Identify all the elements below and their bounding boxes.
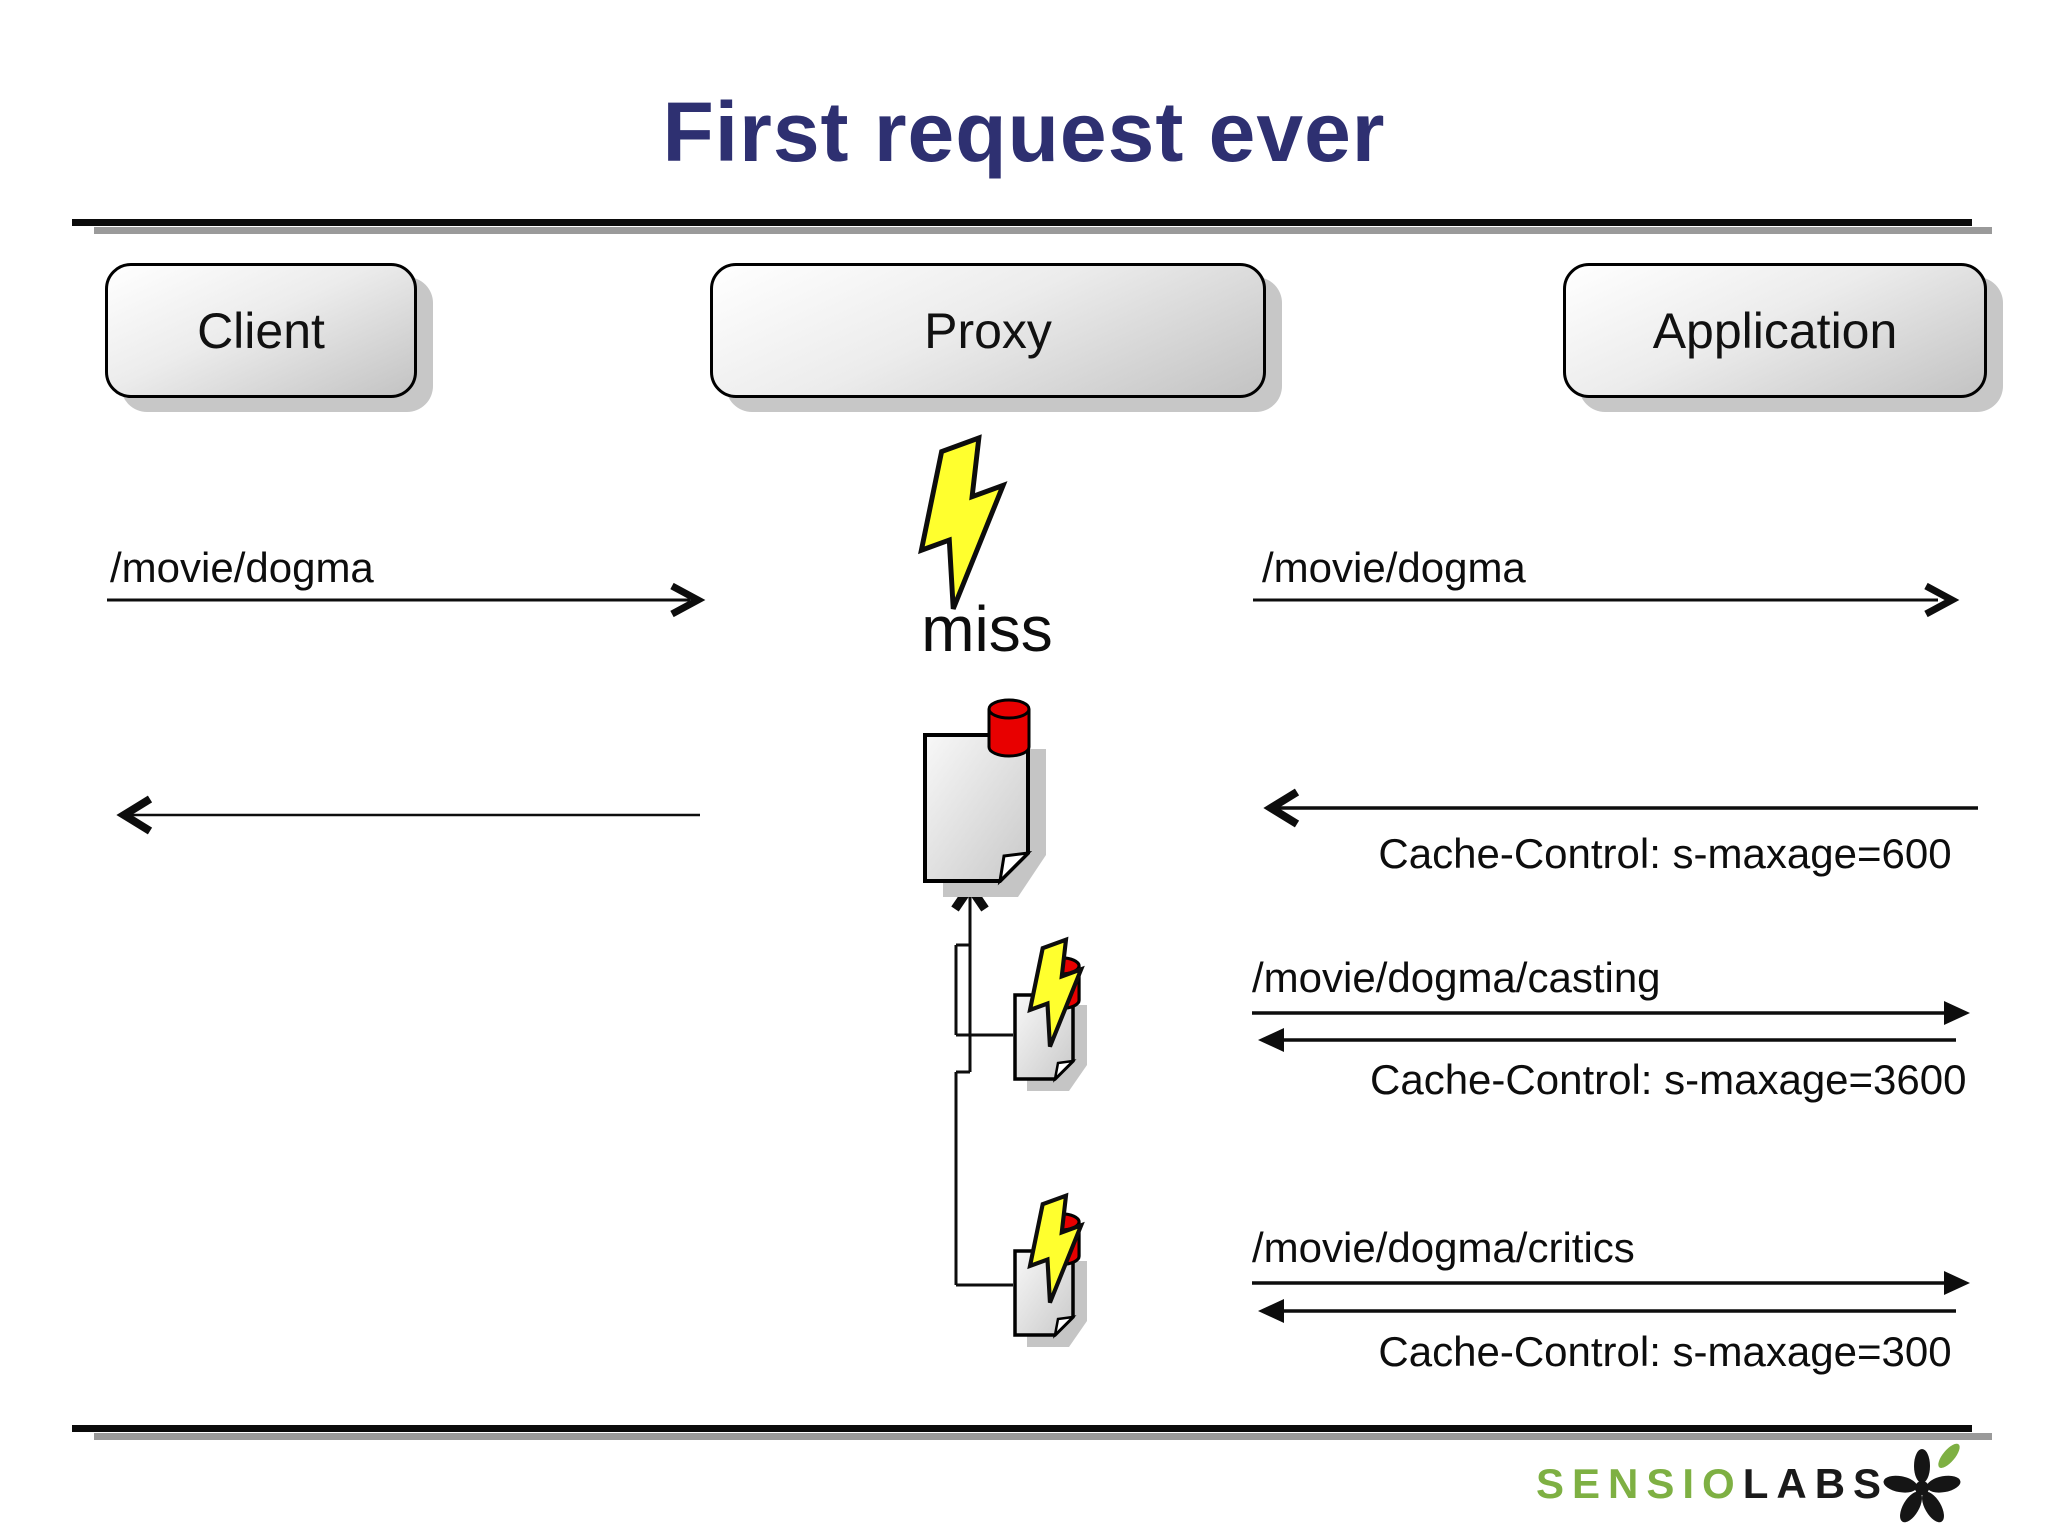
lightning-bolt-icon [892, 434, 1037, 613]
node-client-label: Client [105, 263, 417, 398]
node-proxy: Proxy [710, 263, 1282, 412]
sensiolabs-asterisk-icon [1872, 1436, 1976, 1528]
arrow-app-response [1263, 788, 1978, 828]
node-application: Application [1563, 263, 2003, 412]
arrow-critics-response [1258, 1299, 1956, 1323]
sensiolabs-logo: SENSIOLABS [1536, 1460, 1881, 1508]
database-icon [986, 698, 1032, 760]
node-application-label: Application [1563, 263, 1987, 398]
page-title: First request ever [662, 85, 1386, 179]
casting-response-label: Cache-Control: s-maxage=3600 [1370, 1056, 1967, 1103]
bottom-rule [72, 1425, 1972, 1432]
arrow-critics-request [1252, 1271, 1970, 1295]
lightning-bolt-icon-critics [1012, 1192, 1103, 1304]
cache-miss-label: miss [921, 593, 1053, 665]
arrow-response-to-client [116, 795, 700, 835]
arrow-casting-response [1258, 1028, 1956, 1052]
lightning-bolt-icon-casting [1012, 936, 1103, 1048]
arrow-casting-request [1252, 1001, 1970, 1025]
esi-connector [954, 892, 1013, 1287]
cached-document-icon [923, 733, 1053, 903]
sensiolabs-logo-sensio: SENSIO [1536, 1460, 1743, 1507]
casting-request-label: /movie/dogma/casting [1252, 954, 1661, 1001]
client-request-label: /movie/dogma [110, 544, 374, 591]
top-rule [72, 219, 1972, 226]
node-client: Client [105, 263, 433, 412]
bottom-rule-shadow [94, 1433, 1992, 1440]
sensiolabs-logo-labs: LABS [1742, 1460, 1890, 1507]
proxy-forward-label: /movie/dogma [1262, 544, 1526, 591]
top-rule-shadow [94, 227, 1992, 234]
critics-response-label: Cache-Control: s-maxage=300 [1378, 1328, 1952, 1375]
app-response-label: Cache-Control: s-maxage=600 [1378, 830, 1952, 877]
critics-request-label: /movie/dogma/critics [1252, 1224, 1635, 1271]
node-proxy-label: Proxy [710, 263, 1266, 398]
